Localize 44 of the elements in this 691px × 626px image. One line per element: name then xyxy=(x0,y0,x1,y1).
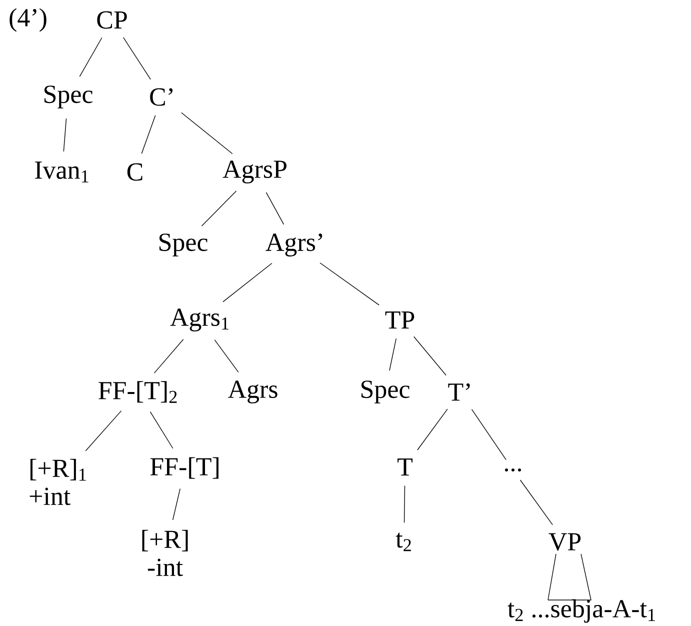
tree-node-label: t$_{2}$ ...sebja-A-t$_{1}$ xyxy=(508,599,655,623)
branch-line xyxy=(389,338,396,371)
tree-node-label: FF-[T] xyxy=(150,457,218,479)
tree-node-label: Agrs’ xyxy=(266,234,322,256)
tree-node-label: ... xyxy=(504,468,522,472)
tree-node-label: [+R]$_{1}$ +int xyxy=(30,458,86,506)
tree-node-label: Spec xyxy=(159,234,208,256)
tree-node-label: [+R] -int xyxy=(142,530,188,576)
tree-node-label: T’ xyxy=(448,383,470,401)
tree-node-label: TP xyxy=(385,311,414,328)
branch-line xyxy=(79,37,102,77)
branch-line xyxy=(417,408,448,450)
tree-node-label: C’ xyxy=(150,88,172,106)
branch-line xyxy=(85,410,122,452)
tree-node-label: VP xyxy=(548,533,581,551)
tree-node-label: CP xyxy=(97,11,127,29)
triangle-branch xyxy=(548,554,556,600)
tree-node-label: Spec xyxy=(44,86,92,108)
branch-line xyxy=(201,190,237,226)
branch-line xyxy=(414,336,446,376)
branch-line xyxy=(266,192,284,225)
branch-line xyxy=(404,485,406,523)
branch-line xyxy=(63,118,67,152)
branch-line xyxy=(471,408,506,460)
branch-line xyxy=(320,262,380,306)
branch-line xyxy=(141,115,156,154)
example-number: (4’) xyxy=(10,8,46,32)
branch-line xyxy=(154,339,184,374)
branch-line xyxy=(214,339,239,372)
tree-node-label: AgrsP xyxy=(222,160,286,184)
tree-node-label: Agrs xyxy=(228,380,278,404)
tree-node-label: FF-[T]$_{2}$ xyxy=(98,381,177,403)
tree-node-label: Ivan$_{1}$ xyxy=(35,162,88,182)
tree-node-label: t$_{2}$ xyxy=(396,532,411,552)
branch-line xyxy=(520,480,553,526)
branch-line xyxy=(222,262,272,302)
tree-node-label: T xyxy=(398,458,412,476)
tree-node-label: C xyxy=(127,163,142,181)
tree-node-label: Spec xyxy=(361,380,410,404)
branch-line xyxy=(123,37,151,80)
branch-line xyxy=(172,488,180,520)
branch-line xyxy=(181,112,233,154)
tree-node-label: Agrs$_{1}$ xyxy=(170,308,228,332)
branch-line xyxy=(150,411,174,449)
